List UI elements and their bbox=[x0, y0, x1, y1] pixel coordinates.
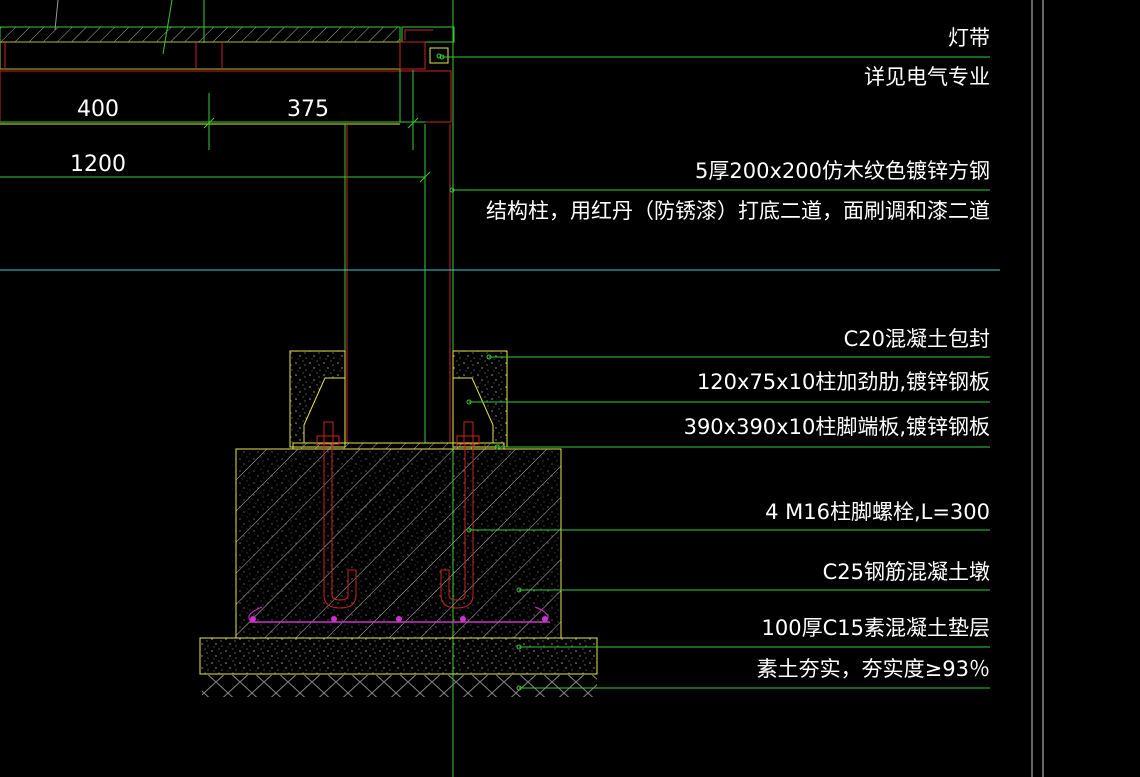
label-encasement: C20混凝土包封 bbox=[844, 327, 990, 351]
light-strip-symbol bbox=[429, 47, 449, 64]
label-light-strip-note: 详见电气专业 bbox=[864, 65, 990, 89]
concrete-pier bbox=[235, 448, 562, 639]
label-base-plate: 390x390x10柱脚端板,镀锌钢板 bbox=[684, 415, 990, 439]
label-cushion: 100厚C15素混凝土垫层 bbox=[762, 616, 990, 640]
dimension-1200: 1200 bbox=[70, 152, 126, 177]
anchor-bolts bbox=[316, 421, 480, 609]
annotation-labels: 灯带 详见电气专业 5厚200x200仿木纹色镀锌方钢 结构柱，用红丹（防锈漆）… bbox=[486, 26, 990, 681]
label-stiffener: 120x75x10柱加劲肋,镀锌钢板 bbox=[697, 370, 990, 394]
label-light-strip: 灯带 bbox=[948, 26, 990, 50]
label-soil: 素土夯实，夯实度≥93％ bbox=[757, 657, 990, 681]
concrete-cushion bbox=[199, 637, 598, 675]
dimension-lines: 400 375 1200 bbox=[0, 70, 431, 183]
rebar bbox=[248, 606, 550, 623]
label-anchor-bolts: 4 M16柱脚螺栓,L=300 bbox=[765, 500, 990, 524]
label-steel-column: 5厚200x200仿木纹色镀锌方钢 bbox=[695, 159, 990, 183]
compacted-soil bbox=[202, 675, 597, 697]
concrete-encasement bbox=[289, 350, 508, 450]
steel-column bbox=[344, 124, 451, 443]
label-pier: C25钢筋混凝土墩 bbox=[823, 560, 990, 584]
dimension-400: 400 bbox=[77, 97, 119, 122]
leader-lines bbox=[439, 54, 990, 691]
dimension-375: 375 bbox=[287, 97, 329, 122]
label-steel-column-note: 结构柱，用红丹（防锈漆）打底二道，面刷调和漆二道 bbox=[486, 199, 990, 223]
